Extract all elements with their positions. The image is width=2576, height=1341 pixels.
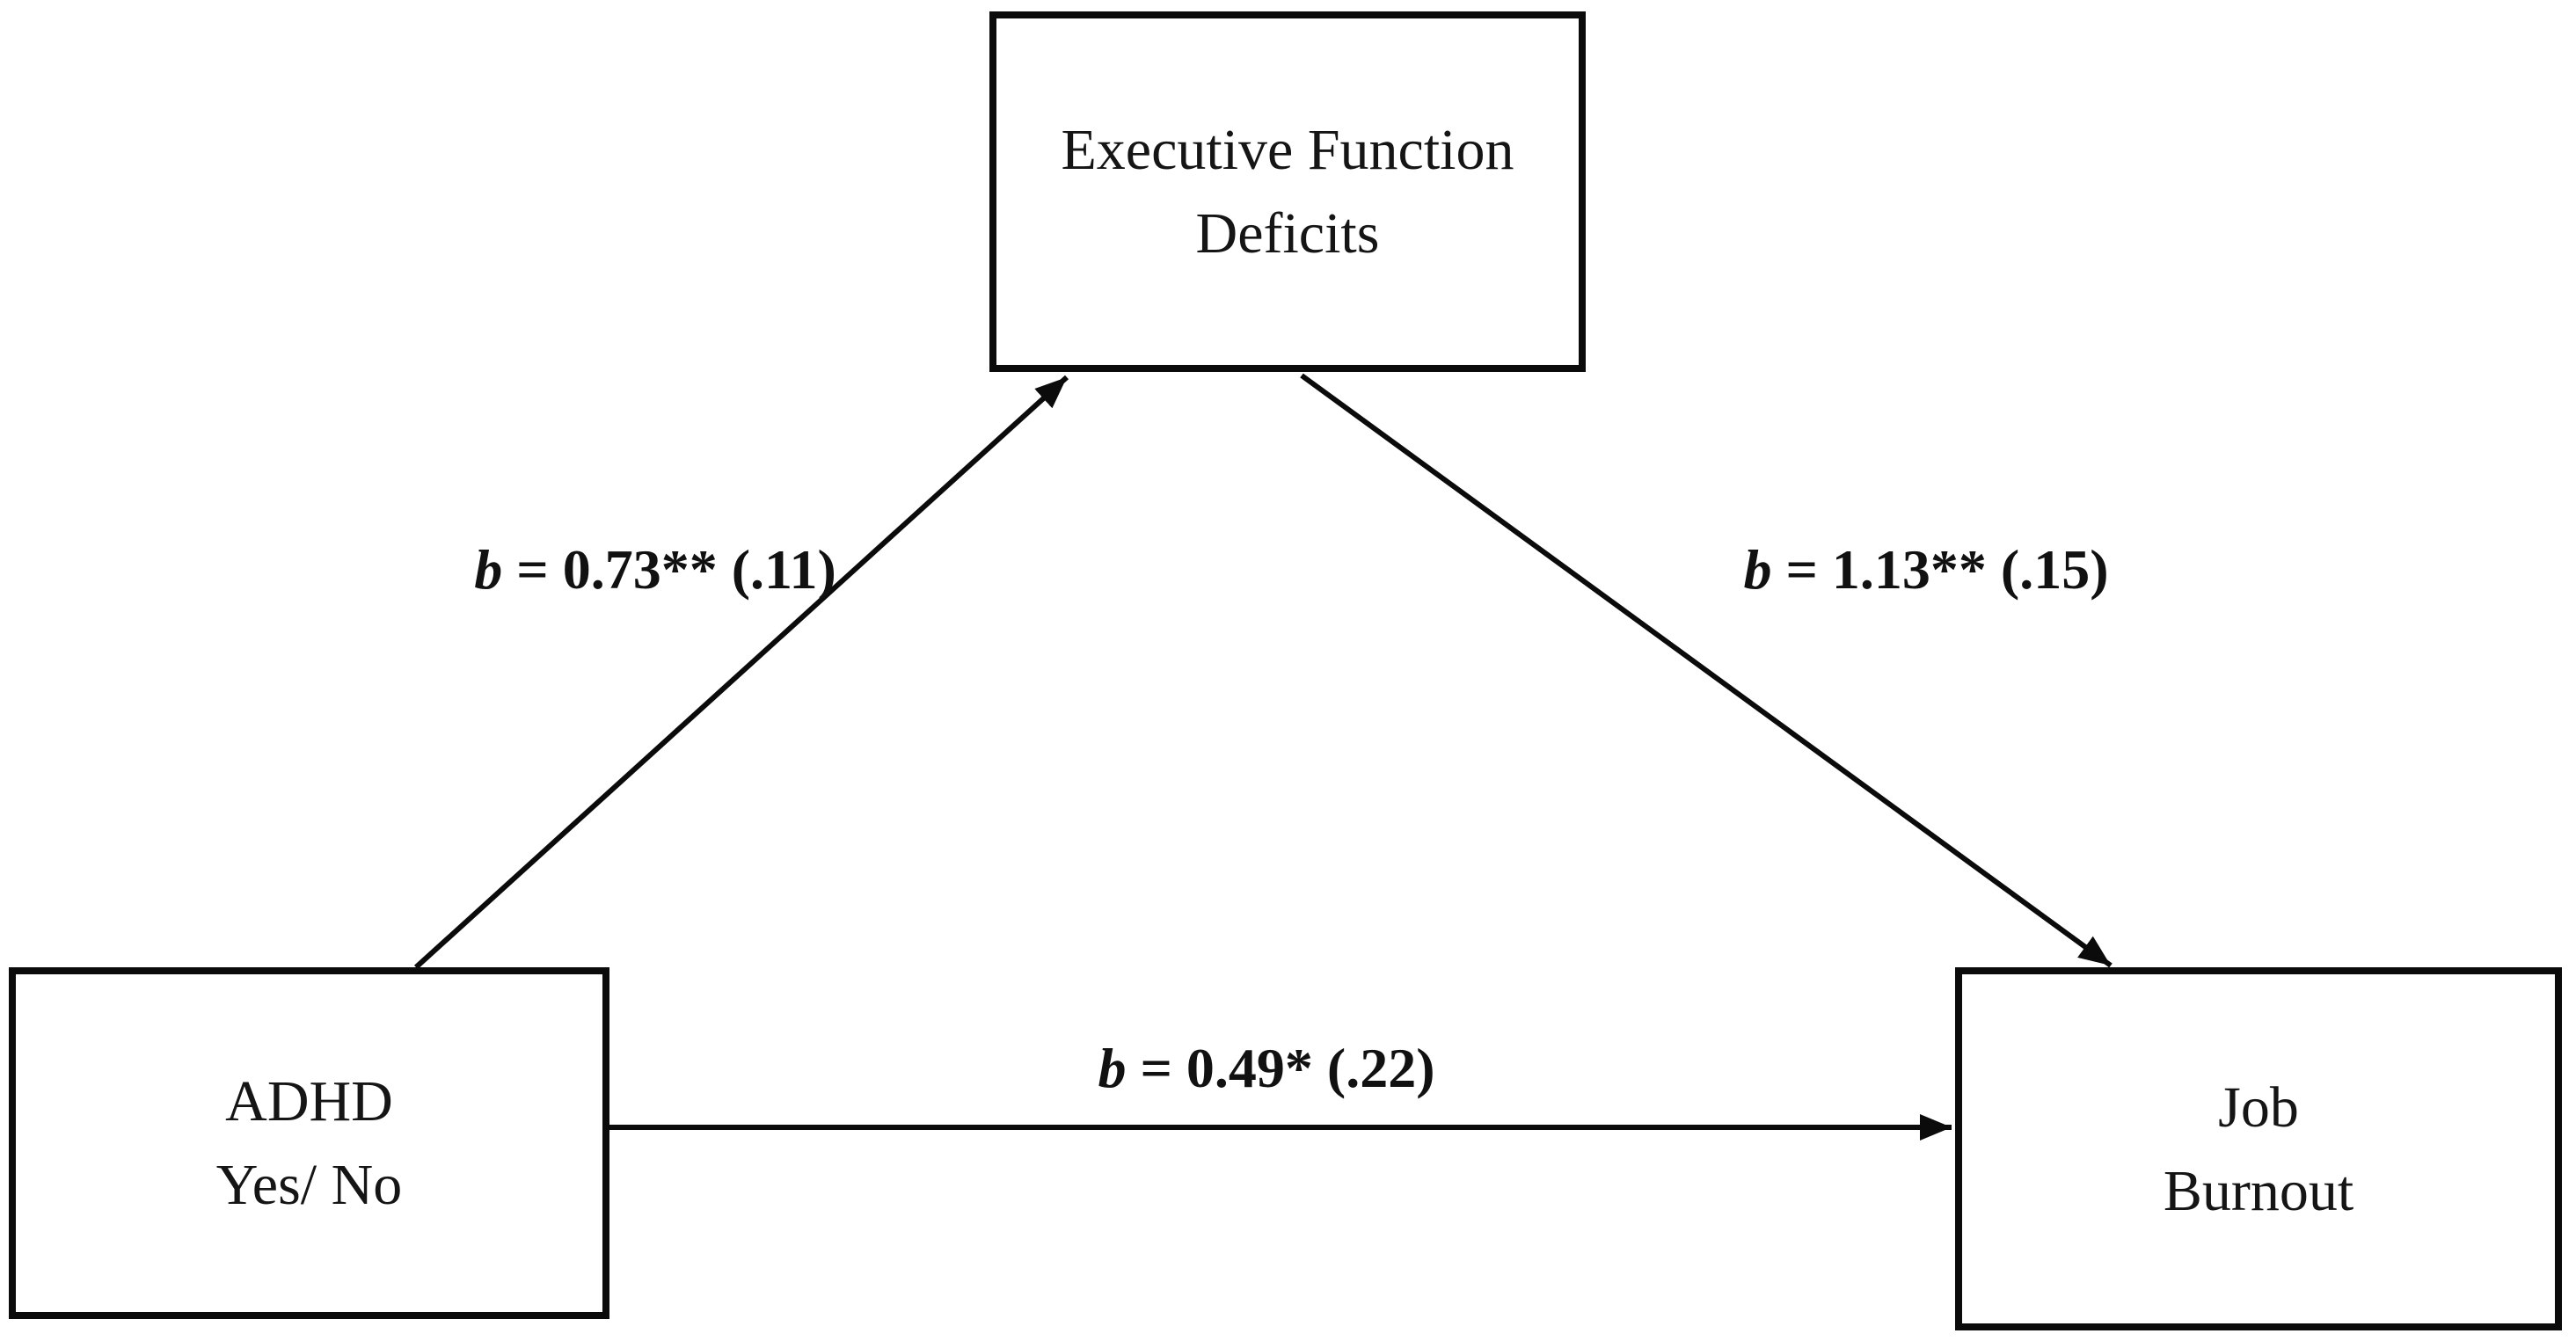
outcome-label-line1: Job <box>2218 1075 2299 1140</box>
mediator-label-line2: Deficits <box>1195 201 1380 266</box>
outcome-node: Job Burnout <box>1955 967 2562 1330</box>
path-b-coefficient-label: b = 1.13** (.15) <box>1743 542 2108 598</box>
path-c-coefficient-variable: b <box>1098 1037 1127 1099</box>
path-a-coefficient-variable: b <box>474 538 503 601</box>
outcome-label-line2: Burnout <box>2163 1158 2354 1223</box>
path-b-arrow <box>1300 373 2113 968</box>
path-a-coefficient-value: = 0.73** (.11) <box>502 538 836 601</box>
predictor-node: ADHD Yes/ No <box>9 967 609 1319</box>
path-c-coefficient-value: = 0.49* (.22) <box>1126 1037 1435 1099</box>
predictor-label-line1: ADHD <box>225 1069 393 1133</box>
path-b-coefficient-value: = 1.13** (.15) <box>1771 538 2109 601</box>
predictor-label-line2: Yes/ No <box>215 1153 403 1217</box>
path-a-arrow <box>413 375 1069 970</box>
path-a-coefficient-label: b = 0.73** (.11) <box>474 542 836 598</box>
mediator-node: Executive Function Deficits <box>989 11 1586 372</box>
mediator-label-line1: Executive Function <box>1061 118 1514 182</box>
path-b-coefficient-variable: b <box>1743 538 1772 601</box>
path-c-coefficient-label: b = 0.49* (.22) <box>1098 1040 1434 1097</box>
